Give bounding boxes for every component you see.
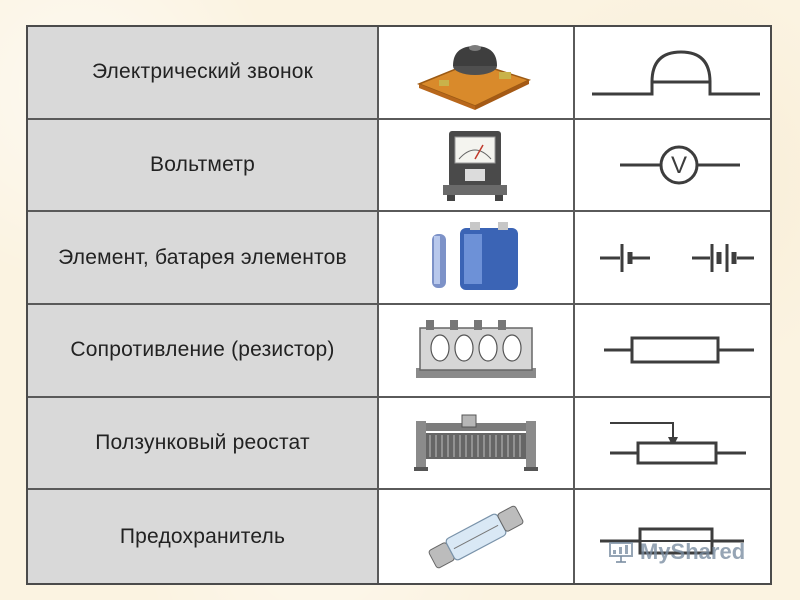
presentation-board-icon	[609, 542, 633, 563]
table-row-name-cell: Элемент, батарея элементов	[28, 212, 379, 305]
component-image-cell	[379, 212, 575, 305]
component-name: Ползунковый реостат	[95, 430, 310, 454]
component-name: Элемент, батарея элементов	[58, 245, 347, 269]
component-name: Вольтметр	[150, 152, 255, 176]
table-row-name-cell: Электрический звонок	[28, 27, 379, 120]
component-image-cell	[379, 304, 575, 398]
rheostat-symbol-icon	[610, 421, 747, 465]
component-image-cell	[379, 119, 575, 213]
resistor-symbol-icon	[604, 336, 755, 364]
components-table: Электрический звонок Вольтметр	[26, 25, 772, 585]
component-name: Сопротивление (резистор)	[70, 338, 335, 362]
component-image-cell	[379, 27, 575, 120]
table-row-name-cell: Предохранитель	[28, 490, 379, 583]
component-name: Электрический звонок	[91, 60, 314, 84]
component-image-cell	[379, 397, 575, 491]
component-image-cell	[379, 490, 575, 583]
component-symbol-cell: V	[574, 119, 770, 213]
battery-photo-icon	[431, 221, 518, 290]
battery-symbol-icon	[600, 243, 755, 272]
voltmeter-symbol-label: V	[671, 152, 687, 179]
fuse-symbol-icon	[600, 527, 745, 555]
component-symbol-cell	[574, 212, 770, 305]
component-name: Предохранитель	[119, 524, 286, 548]
components-table-grid: Электрический звонок Вольтметр	[28, 27, 770, 583]
table-row-name-cell: Ползунковый реостат	[28, 397, 379, 491]
electric-bell-photo-icon	[416, 45, 531, 111]
rheostat-photo-icon	[413, 414, 538, 471]
electric-bell-symbol-icon	[592, 50, 761, 96]
table-row-name-cell: Сопротивление (резистор)	[28, 304, 379, 398]
component-symbol-cell	[574, 304, 770, 398]
component-symbol-cell	[574, 27, 770, 120]
watermark: MyShared	[608, 539, 745, 565]
component-symbol-cell	[574, 397, 770, 491]
component-symbol-cell	[574, 490, 770, 583]
resistor-photo-icon	[415, 320, 536, 379]
watermark-text: MyShared	[640, 539, 746, 564]
fuse-photo-icon	[428, 505, 524, 568]
voltmeter-symbol-icon: V	[620, 145, 741, 185]
voltmeter-photo-icon	[442, 130, 507, 201]
table-row-name-cell: Вольтметр	[28, 119, 379, 213]
